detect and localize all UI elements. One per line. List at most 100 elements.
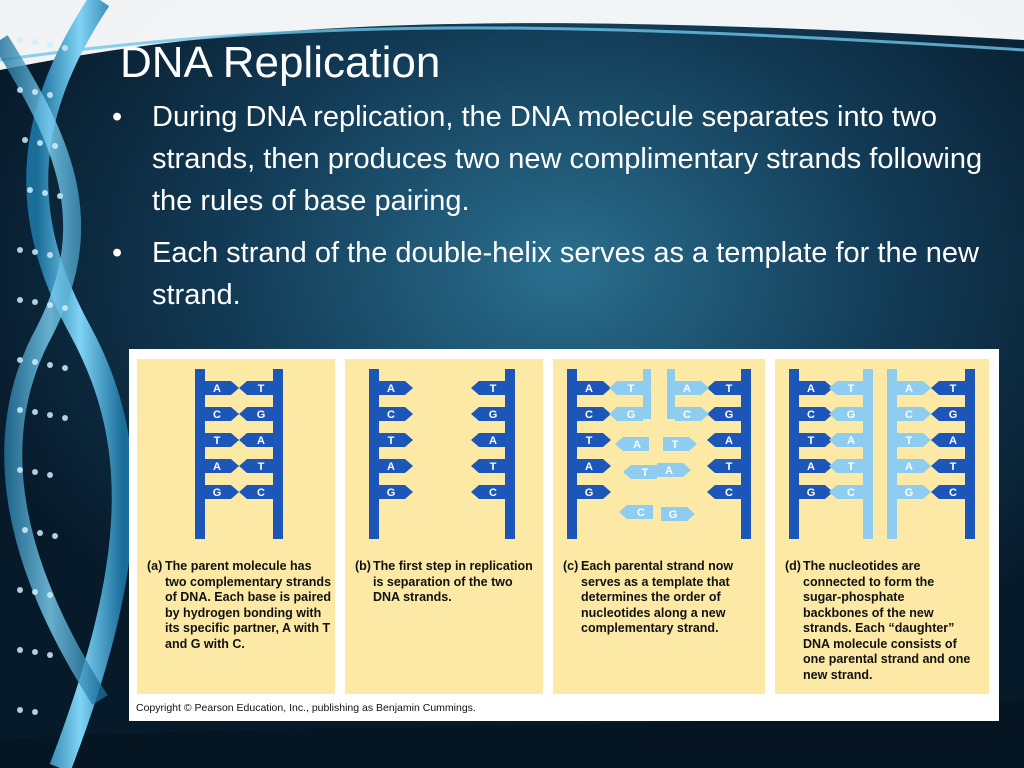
base-letter: G <box>257 409 266 421</box>
new-backbone <box>887 369 897 539</box>
nucleotide <box>205 381 239 395</box>
base-letter: C <box>257 487 265 499</box>
nucleotide <box>799 459 833 473</box>
nucleotide <box>897 485 931 499</box>
caption-text: The first step in replication is separat… <box>373 559 533 604</box>
copyright-note: Copyright © Pearson Education, Inc., pub… <box>136 702 476 714</box>
nucleotide <box>205 485 239 499</box>
base-letter: A <box>387 461 395 473</box>
nucleotide <box>897 433 931 447</box>
caption-tag: (d) <box>785 559 801 573</box>
sugar-phosphate-backbone <box>965 369 975 539</box>
base-letter: C <box>949 487 957 499</box>
base-letter: C <box>683 409 691 421</box>
bullet-text: Each strand of the double-helix serves a… <box>152 237 979 311</box>
base-letter: T <box>214 435 221 447</box>
base-letter: G <box>847 409 856 421</box>
base-letter: A <box>847 435 855 447</box>
nucleotide <box>619 505 653 519</box>
nucleotide <box>663 437 697 451</box>
nucleotide <box>239 407 273 421</box>
base-letter: C <box>489 487 497 499</box>
nucleotide <box>239 381 273 395</box>
nucleotide <box>799 381 833 395</box>
caption-tag: (c) <box>563 559 579 573</box>
nucleotide <box>609 407 643 421</box>
base-letter: A <box>905 383 913 395</box>
base-letter: T <box>642 467 649 479</box>
nucleotide <box>707 433 741 447</box>
bullet-item: • During DNA replication, the DNA molecu… <box>112 96 1002 222</box>
sugar-phosphate-backbone <box>505 369 515 539</box>
nucleotide <box>471 381 505 395</box>
base-letter: G <box>627 409 636 421</box>
bullet-symbol: • <box>112 101 123 133</box>
base-letter: T <box>950 383 957 395</box>
base-letter: A <box>489 435 497 447</box>
caption-d: (d) The nucleotides are connected to for… <box>785 559 971 683</box>
nucleotide <box>829 459 863 473</box>
base-letter: T <box>726 461 733 473</box>
base-letter: T <box>628 383 635 395</box>
bullet-item: • Each strand of the double-helix serves… <box>112 232 1002 316</box>
base-letter: C <box>387 409 395 421</box>
base-letter: A <box>387 383 395 395</box>
nucleotide <box>609 381 643 395</box>
nucleotide <box>205 459 239 473</box>
base-letter: G <box>669 509 678 521</box>
nucleotide <box>379 485 413 499</box>
nucleotide <box>577 433 611 447</box>
nucleotide <box>897 459 931 473</box>
base-letter: A <box>725 435 733 447</box>
nucleotide <box>707 485 741 499</box>
dna-helix-decoration <box>0 0 134 768</box>
base-letter: A <box>905 461 913 473</box>
base-letter: A <box>213 461 221 473</box>
base-letter: A <box>807 383 815 395</box>
top-white-swoosh <box>0 0 1024 70</box>
base-letter: G <box>905 487 914 499</box>
nucleotide <box>379 381 413 395</box>
nucleotide <box>205 433 239 447</box>
nucleotide <box>829 381 863 395</box>
nucleotide <box>799 485 833 499</box>
caption-text: The nucleotides are connected to form th… <box>803 559 971 682</box>
caption-text: Each parental strand now serves as a tem… <box>581 559 734 635</box>
nucleotide <box>897 407 931 421</box>
sugar-phosphate-backbone <box>195 369 205 539</box>
base-letter: T <box>848 383 855 395</box>
nucleotide <box>239 433 273 447</box>
base-letter: G <box>725 409 734 421</box>
base-letter: G <box>585 487 594 499</box>
nucleotide <box>675 381 709 395</box>
base-letter: A <box>585 383 593 395</box>
base-letter: G <box>807 487 816 499</box>
sugar-phosphate-backbone <box>369 369 379 539</box>
base-letter: G <box>489 409 498 421</box>
base-letter: A <box>633 439 641 451</box>
nucleotide <box>931 381 965 395</box>
nucleotide <box>205 407 239 421</box>
nucleotide <box>577 381 611 395</box>
nucleotide <box>707 407 741 421</box>
base-letter: T <box>490 383 497 395</box>
base-letter: T <box>906 435 913 447</box>
nucleotide <box>657 463 691 477</box>
caption-b: (b) The first step in replication is sep… <box>355 559 541 606</box>
bullet-text: During DNA replication, the DNA molecule… <box>152 101 983 217</box>
nucleotide <box>471 407 505 421</box>
nucleotide <box>379 433 413 447</box>
nucleotide <box>577 485 611 499</box>
base-letter: A <box>807 461 815 473</box>
caption-text: The parent molecule has two complementar… <box>165 559 332 651</box>
nucleotide <box>897 381 931 395</box>
slide-title: DNA Replication <box>120 38 441 87</box>
nucleotide <box>707 459 741 473</box>
